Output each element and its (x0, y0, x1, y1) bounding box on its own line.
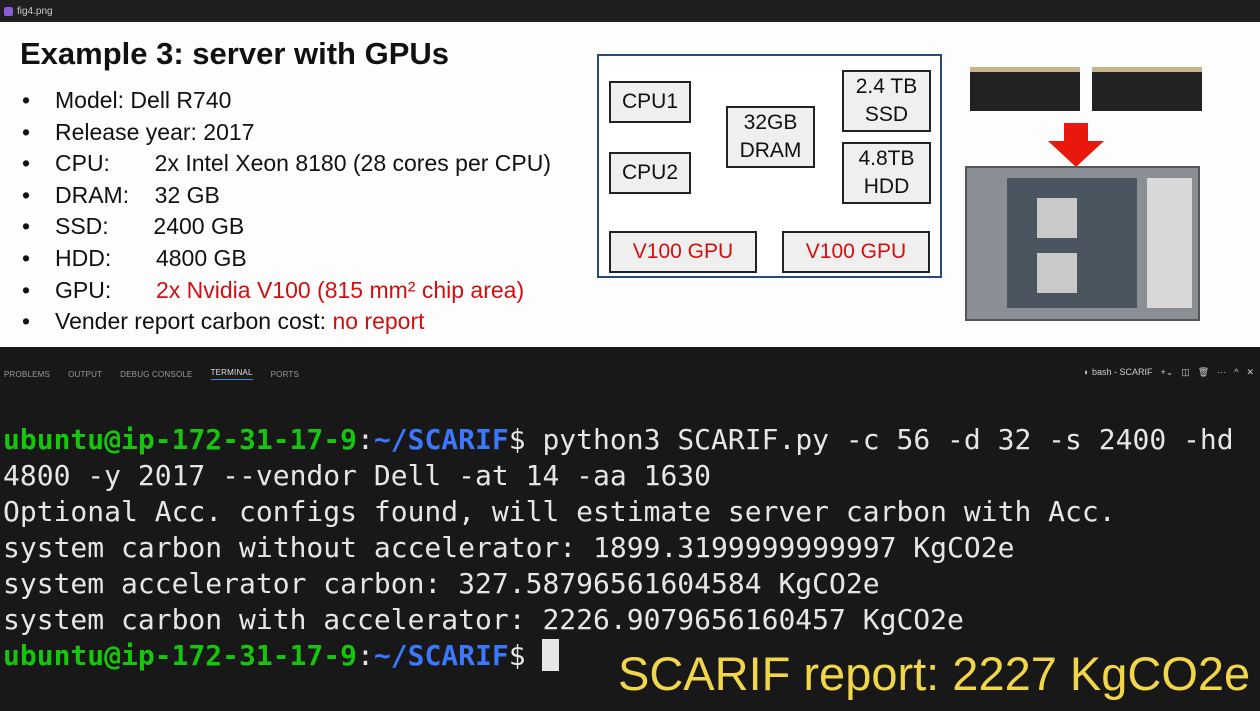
bullet-value: 2x Nvidia V100 (815 mm² chip area) (155, 276, 525, 303)
close-panel-icon[interactable]: ✕ (1246, 367, 1254, 377)
bullet-value: no report (332, 308, 425, 335)
list-item: •CPU: 2x Intel Xeon 8180 (28 cores per C… (22, 150, 551, 182)
cpu2-box: CPU2 (609, 152, 691, 194)
server-image (965, 166, 1200, 321)
new-terminal-icon[interactable]: +⌄ (1160, 367, 1174, 377)
slide-image: Example 3: server with GPUs •Model: Dell… (0, 22, 1260, 347)
bullet-text: Release year: 2017 (55, 118, 255, 145)
tab-problems[interactable]: PROBLEMS (4, 369, 51, 379)
cpu1-box: CPU1 (609, 81, 691, 123)
bullet-text: Vender report carbon cost: (55, 308, 333, 335)
slide-title: Example 3: server with GPUs (20, 36, 450, 71)
report-caption: SCARIF report: 2227 KgCO2e (618, 647, 1251, 700)
terminal-selector[interactable]: ◐ bash - SCARIF (1084, 367, 1153, 377)
bullet-text: SSD: 2400 GB (55, 213, 245, 240)
prompt-path: ~/SCARIF (373, 639, 509, 672)
output-line: Optional Acc. configs found, will estima… (3, 495, 1116, 528)
tab-ports[interactable]: PORTS (270, 369, 300, 379)
prompt-path: ~/SCARIF (373, 423, 509, 456)
bullet-text: Model: Dell R740 (55, 87, 232, 113)
tab-output[interactable]: OUTPUT (68, 369, 103, 379)
dram-box: 32GB DRAM (726, 106, 815, 168)
tab-debug-console[interactable]: DEBUG CONSOLE (120, 369, 193, 379)
list-item: •Vender report carbon cost: no report (22, 308, 551, 340)
gpu1-box: V100 GPU (609, 231, 757, 273)
file-name: fig4.png (17, 5, 53, 17)
prompt-user: ubuntu@ip-172-31-17-9 (3, 423, 358, 456)
list-item: •Release year: 2017 (22, 119, 551, 151)
spec-list: •Model: Dell R740 •Release year: 2017 •C… (22, 87, 551, 340)
bash-icon: ◐ (1084, 367, 1092, 377)
list-item: •SSD: 2400 GB (22, 213, 551, 245)
command-line: ubuntu@ip-172-31-17-9:~/SCARIF$ python3 … (3, 423, 1234, 456)
gpu-card-image (1092, 67, 1202, 111)
arrow-down-icon (1048, 123, 1104, 167)
panel-tab-bar: PROBLEMS OUTPUT DEBUG CONSOLE TERMINAL P… (0, 362, 1260, 386)
gpu-card-image (970, 67, 1080, 111)
image-file-icon (4, 6, 13, 16)
command-text: python3 SCARIF.py -c 56 -d 32 -s 2400 -h… (542, 423, 1234, 456)
more-icon[interactable]: ··· (1217, 367, 1227, 377)
terminal-output[interactable]: ubuntu@ip-172-31-17-9:~/SCARIF$ python3 … (3, 422, 1234, 674)
output-line: system carbon with accelerator: 2226.907… (3, 603, 964, 636)
list-item: •HDD: 4800 GB (22, 245, 551, 277)
split-terminal-icon[interactable]: ◫ (1181, 367, 1190, 377)
tab-terminal[interactable]: TERMINAL (210, 368, 253, 380)
list-item: •DRAM: 32 GB (22, 182, 551, 214)
output-line: system accelerator carbon: 327.587965616… (3, 567, 880, 600)
output-line: system carbon without accelerator: 1899.… (3, 531, 1015, 564)
command-text-cont: 4800 -y 2017 --vendor Dell -at 14 -aa 16… (3, 459, 712, 492)
gpu2-box: V100 GPU (782, 231, 930, 273)
title-bar: fig4.png (0, 0, 1260, 22)
hdd-box: 4.8TB HDD (842, 142, 931, 204)
bullet-text: GPU: (55, 276, 156, 303)
trash-icon[interactable]: 🗑 (1197, 367, 1210, 377)
bullet-text: CPU: 2x Intel Xeon 8180 (28 cores per CP… (55, 150, 552, 177)
ssd-box: 2.4 TB SSD (842, 70, 931, 132)
prompt-user: ubuntu@ip-172-31-17-9 (3, 639, 358, 672)
bullet-text: DRAM: 32 GB (55, 181, 220, 208)
server-diagram: CPU1 CPU2 32GB DRAM 2.4 TB SSD 4.8TB HDD… (597, 54, 942, 278)
cursor (542, 639, 560, 671)
list-item: •Model: Dell R740 (22, 87, 551, 119)
bullet-text: HDD: 4800 GB (55, 244, 247, 271)
maximize-panel-icon[interactable]: ^ (1234, 367, 1239, 377)
prompt-line: ubuntu@ip-172-31-17-9:~/SCARIF$ (3, 638, 1234, 674)
list-item: •GPU: 2x Nvidia V100 (815 mm² chip area) (22, 277, 551, 309)
